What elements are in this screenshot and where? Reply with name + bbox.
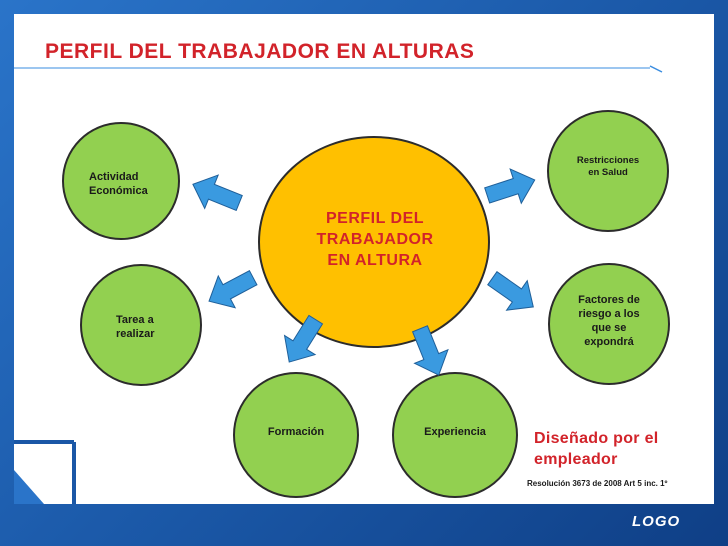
node-restricciones-label: Restricciones en Salud: [550, 155, 666, 179]
designed-note-line: Diseñado por el: [534, 430, 659, 447]
node-experiencia-label: Experiencia: [395, 425, 515, 439]
node-experiencia: [392, 372, 518, 498]
center-label-line: EN ALTURA: [327, 252, 423, 269]
resolution-reference: Resolución 3673 de 2008 Art 5 inc. 1º: [527, 479, 668, 488]
arrow-icon: [481, 262, 545, 323]
node-factores-label: Factores de riesgo a los que se expondrá: [552, 293, 666, 349]
node-tarea-a-realizar: [80, 264, 202, 386]
arrow-icon: [200, 261, 263, 318]
node-label-line: Formación: [267, 426, 325, 438]
node-label-line: Actividad: [89, 171, 139, 183]
designed-note-line: empleador: [534, 451, 618, 468]
node-label-line: en Salud: [588, 167, 628, 178]
arrow-icon: [481, 162, 541, 214]
node-actividad-economica: [62, 122, 180, 240]
corner-triangle: [14, 470, 44, 504]
node-formacion: [233, 372, 359, 498]
designed-by-note: Diseñado por el empleador: [534, 428, 714, 470]
center-label-line: TRABAJADOR: [316, 231, 434, 248]
node-actividad-label: Actividad Económica: [89, 170, 148, 198]
logo: LOGO: [632, 513, 681, 530]
node-label-line: Factores de: [578, 294, 640, 306]
node-factores-de-riesgo: [548, 263, 670, 385]
node-label-line: realizar: [116, 328, 155, 340]
node-tarea-label: Tarea a realizar: [116, 313, 155, 341]
node-label-line: expondrá: [584, 336, 634, 348]
node-formacion-label: Formación: [236, 425, 356, 439]
node-label-line: Económica: [89, 185, 148, 197]
center-node-label: PERFIL DEL TRABAJADOR EN ALTURA: [290, 208, 460, 271]
node-label-line: riesgo a los: [578, 308, 640, 320]
arrow-icon: [185, 167, 247, 221]
center-node: [258, 136, 490, 348]
arrow-icon: [402, 321, 456, 383]
node-label-line: Tarea a: [116, 314, 154, 326]
node-label-line: Experiencia: [424, 426, 486, 438]
arrow-icon: [273, 309, 332, 373]
center-label-line: PERFIL DEL: [325, 210, 425, 227]
node-restricciones-en-salud: [547, 110, 669, 232]
node-label-line: Restricciones: [576, 155, 640, 166]
node-label-line: que se: [591, 322, 627, 334]
page-title: PERFIL DEL TRABAJADOR EN ALTURAS: [45, 40, 475, 63]
title-underline-tick: [649, 65, 663, 73]
